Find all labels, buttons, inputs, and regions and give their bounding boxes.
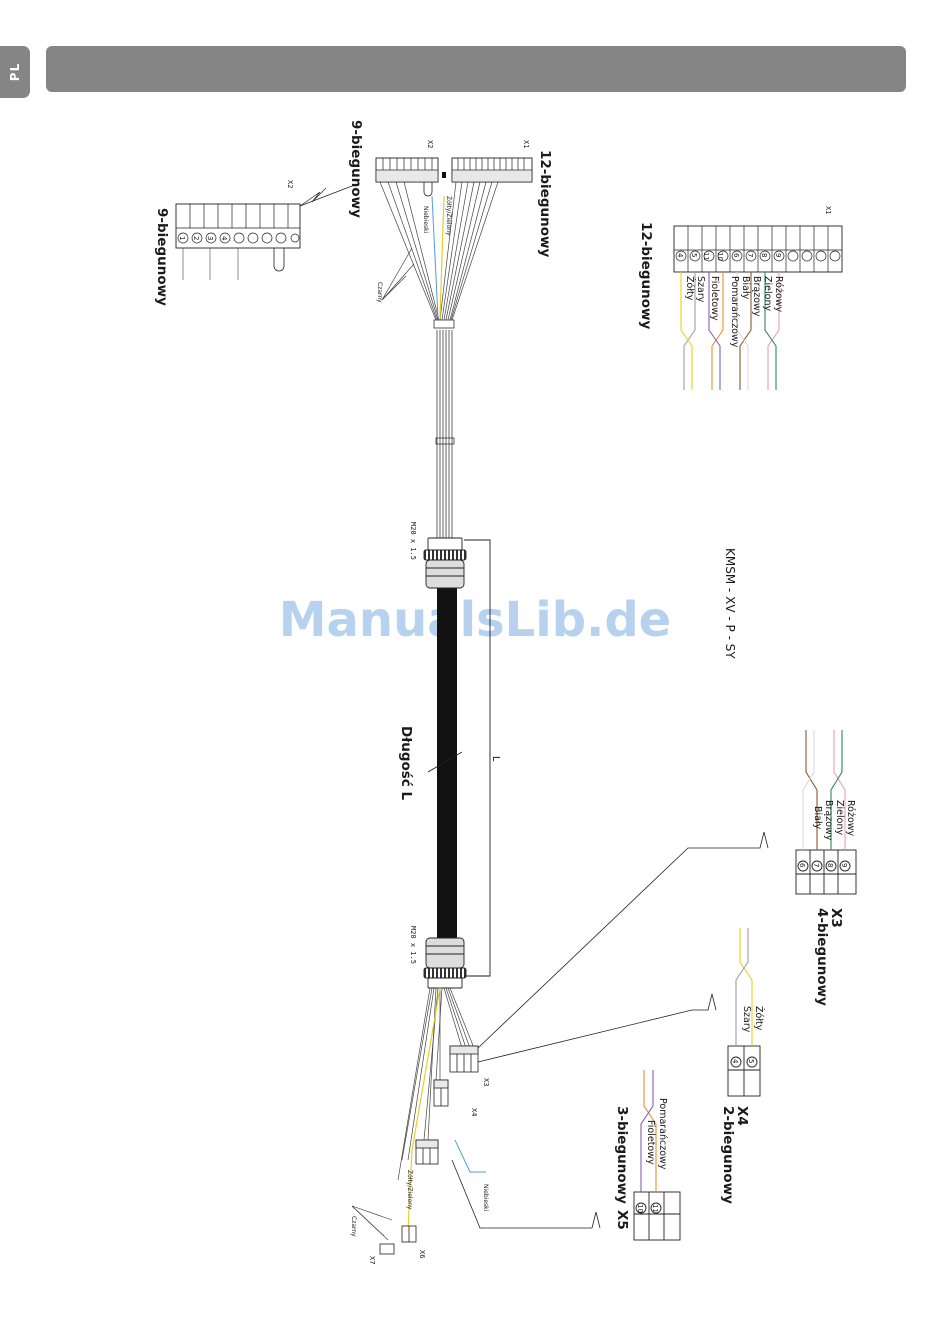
bottom-x6-tag: X6 <box>418 1250 426 1258</box>
x2-detail-tag: X2 <box>286 180 294 188</box>
x2-detail-poles: 9-biegunowy <box>154 208 170 306</box>
top-wire-blue: Niebieski <box>422 206 429 234</box>
x1-detail-connector <box>673 225 843 273</box>
bottom-x4-tag: X4 <box>470 1108 478 1116</box>
x1-wire-rozowy: Różowy <box>773 276 784 313</box>
x2-detail-connector <box>175 185 353 280</box>
x5-pin-10: 10 <box>636 1204 644 1213</box>
x1-detail-tag: X1 <box>824 206 832 214</box>
x5-tag: X5 <box>614 1210 630 1230</box>
x1-wire-brazowy: Brązowy <box>751 276 762 317</box>
x1-top-tag: X1 <box>522 140 530 148</box>
x5-bottom-connector <box>415 1139 439 1165</box>
watermark: ManualsLib.de <box>279 592 671 648</box>
x1-wire-zolty: Żółty <box>684 276 695 301</box>
x3-pin-9: 9 <box>840 863 848 867</box>
x1-detail-pin-8: 8 <box>760 253 768 257</box>
x2-detail-pin-4: 4 <box>220 236 228 241</box>
model-name: KMSM - XV - P - SY <box>723 548 737 659</box>
bottom-x7-tag: X7 <box>368 1256 376 1264</box>
x6-connector <box>401 1225 417 1243</box>
x3-tag: X3 <box>828 908 844 928</box>
connector-x2-top <box>375 157 439 197</box>
x2-top-poles: 9-biegunowy <box>348 120 364 218</box>
cable-gland-bottom <box>423 937 467 989</box>
x4-wire-zolty: Żółty <box>753 1006 764 1031</box>
x2-detail-pin-1: 1 <box>178 236 186 240</box>
x4-bottom-connector <box>433 1079 449 1107</box>
x3-poles: 4-biegunowy <box>814 908 830 1006</box>
x7-connector <box>379 1243 395 1255</box>
x1-detail-pin-11: 11 <box>702 252 710 261</box>
x3-pin-7: 7 <box>812 863 820 867</box>
x5-detail-connector <box>633 1191 681 1241</box>
x3-pin-6: 6 <box>798 863 806 868</box>
x3-wire-bialy: Biały <box>812 806 823 830</box>
connector-x1-top <box>451 157 533 183</box>
x1-detail-pin-9: 9 <box>774 253 782 257</box>
x4-pin-5: 5 <box>747 1059 755 1063</box>
bottom-x3-tag: X3 <box>482 1078 490 1086</box>
x4-poles: 2-biegunowy <box>720 1106 736 1204</box>
x4-wire-szary: Szary <box>741 1006 752 1033</box>
x5-pin-11: 11 <box>651 1204 659 1213</box>
cable-gland-top <box>423 537 467 589</box>
dimension-letter: L <box>490 756 501 762</box>
x1-wire-zielony: Zielony <box>762 276 773 311</box>
x1-detail-pin-6: 6 <box>732 253 740 258</box>
bottom-wire-blue: Niebieski <box>482 1184 489 1212</box>
x3-pin-8: 8 <box>826 863 834 867</box>
x1-wire-bialy: Biały <box>740 276 751 300</box>
x1-wire-szary: Szary <box>695 276 706 303</box>
x2-detail-pin-3: 3 <box>206 236 214 240</box>
x3-bottom-connector <box>449 1045 479 1073</box>
x4-pin-4: 4 <box>731 1059 739 1064</box>
x3-wire-brazowy: Brązowy <box>823 800 834 841</box>
x5-wire-pomaranczowy: Pomarańczowy <box>657 1098 668 1170</box>
x1-top-poles: 12-biegunowy <box>537 150 553 257</box>
length-dimension <box>464 539 491 977</box>
x4-detail-connector <box>727 1045 761 1097</box>
language-tab: PL <box>0 46 30 98</box>
bottom-wire-black: Czarny <box>350 1216 357 1237</box>
x3-wire-rozowy: Różowy <box>845 800 856 837</box>
gland-bottom-label: M20 x 1.5 <box>409 926 417 964</box>
header-bar <box>46 46 906 92</box>
x1-detail-pin-10: 10 <box>716 252 724 261</box>
x1-wire-pomaranczowy: Pomarańczowy <box>729 276 740 348</box>
x1-detail-poles: 12-biegunowy <box>638 222 654 329</box>
main-cable <box>423 319 467 989</box>
gland-top-label: M20 x 1.5 <box>409 522 417 560</box>
x1-detail-pin-4: 4 <box>676 253 684 258</box>
x5-poles: 3-biegunowy <box>614 1106 630 1204</box>
length-label: Długość L <box>398 726 414 801</box>
x3-detail-connector <box>795 849 857 895</box>
top-wire-black: Czarny <box>376 282 383 303</box>
x5-wire-fioletowy: Fioletowy <box>645 1120 656 1165</box>
x3-wire-zielony: Zielony <box>834 800 845 835</box>
x1-wire-fioletowy: Fioletowy <box>709 276 720 321</box>
x1-detail-pin-5: 5 <box>690 253 698 257</box>
x1-detail-pin-7: 7 <box>746 253 754 257</box>
x2-top-tag: X2 <box>426 140 434 148</box>
top-wire-yellow-green: Żółty/Zielony <box>445 196 452 236</box>
bottom-wire-yellow-green: Żółty/Zielony <box>406 1170 413 1210</box>
x4-tag: X4 <box>734 1106 750 1126</box>
x2-detail-pin-2: 2 <box>192 236 200 240</box>
